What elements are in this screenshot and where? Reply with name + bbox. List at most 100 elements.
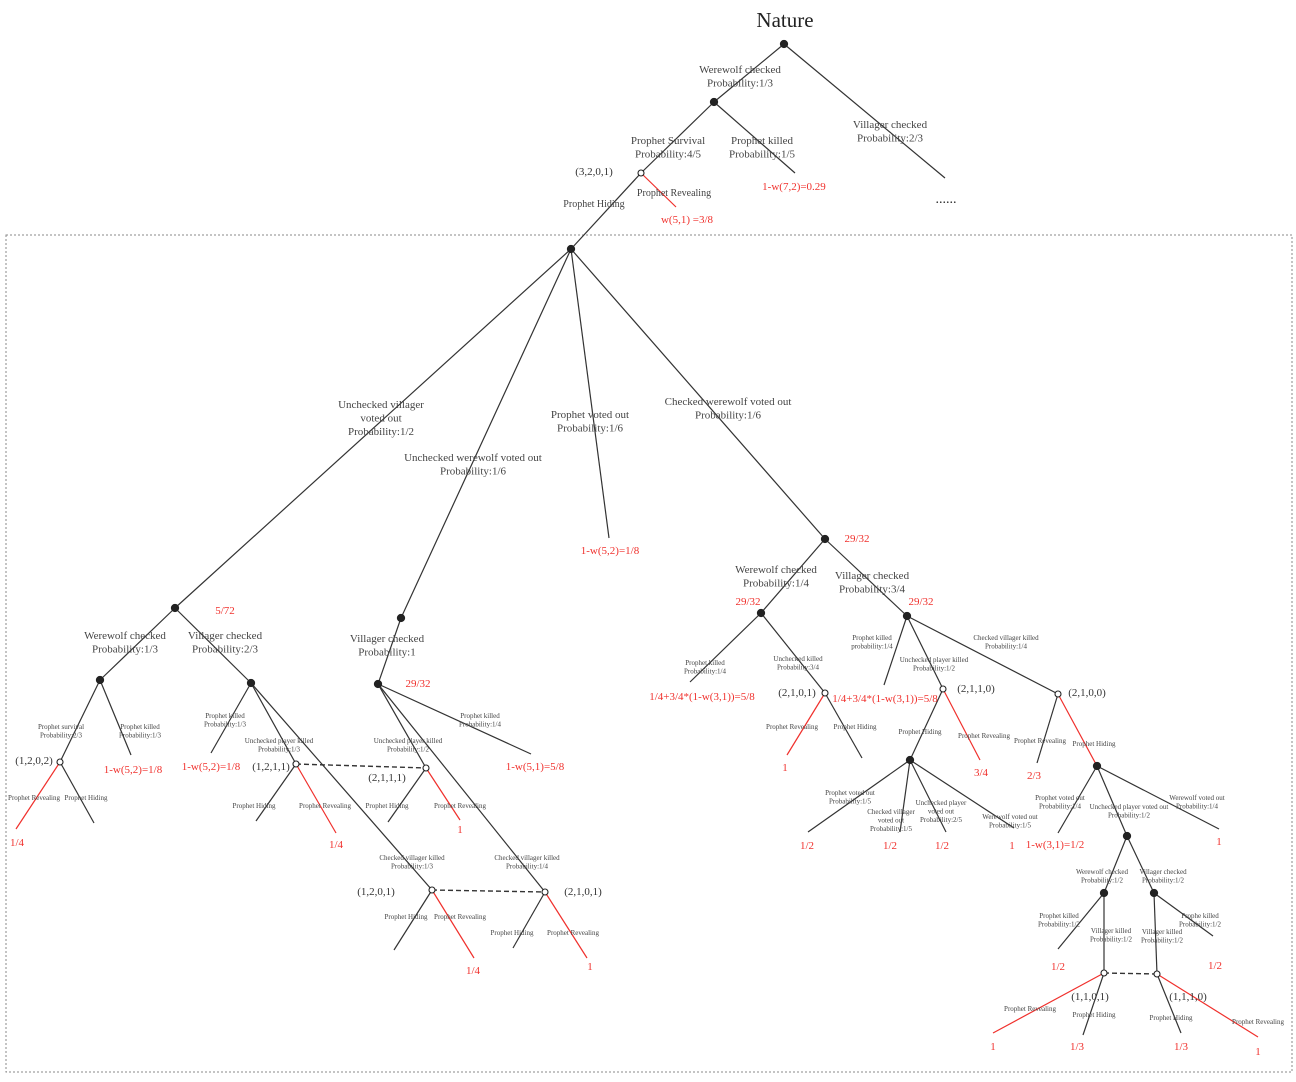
branch-label: Checked villager [867, 808, 915, 816]
branch-edge [1153, 892, 1214, 937]
payoff-value: 1/2 [935, 840, 949, 852]
branch-label: Probability:1/4 [1176, 803, 1219, 811]
optimal-branch-edge [425, 767, 461, 821]
optimal-branch-edge [15, 761, 61, 830]
action-label-prophet-revealing: Prophet Revealing [434, 913, 486, 921]
branch-edge [99, 679, 132, 756]
action-label-prophet-hiding: Prophet Hiding [65, 794, 108, 802]
action-label-prophet-hiding: Prophet Hiding [834, 723, 877, 731]
action-label-prophet-revealing: Prophet Revealing [547, 929, 599, 937]
branch-edge [393, 889, 433, 951]
branch-label: Villager checked [350, 633, 425, 645]
state-tuple: (1,2,0,2) [15, 755, 53, 767]
state-tuple: (1,1,1,0) [1169, 991, 1207, 1003]
payoff-value: 1-w(5,2)=1/8 [104, 764, 163, 776]
action-label-prophet-revealing: Prophet Revealing [299, 802, 351, 810]
branch-label: Probability:1/4 [985, 643, 1028, 651]
branch-label: Probability:1/4 [684, 668, 727, 676]
branch-edge [377, 683, 546, 893]
branch-label: Unchecked player [916, 799, 967, 807]
chance-node [1122, 831, 1132, 841]
chance-node [396, 613, 406, 623]
action-label-prophet-revealing: Prophet Revealing [1014, 737, 1066, 745]
branch-label: Probability:1/2 [1081, 877, 1124, 885]
information-set-link [431, 889, 546, 893]
branch-label: Probability:1/2 [913, 665, 956, 673]
state-tuple: (2,1,0,0) [1068, 687, 1106, 699]
branch-label: Probability:1/6 [440, 466, 507, 478]
payoff-value: 1 [1009, 840, 1015, 852]
action-label-prophet-revealing: Prophet Revealing [434, 802, 486, 810]
branch-label: Prophe killed [1181, 912, 1219, 920]
root-title-nature: Nature [756, 8, 813, 32]
branch-edge [899, 759, 911, 833]
branch-label: Werewolf voted out [1169, 794, 1224, 802]
branch-label: Checked werewolf voted out [665, 396, 792, 408]
branch-label: Unchecked player killed [245, 737, 314, 745]
branch-label: Probability:2/3 [40, 732, 83, 740]
branch-edge [906, 615, 944, 690]
branch-edge [99, 607, 176, 681]
chance-node [1092, 761, 1102, 771]
branch-label: Probability:1/3 [92, 644, 159, 656]
branch-label: Probability:1/3 [391, 863, 434, 871]
chance-node [902, 611, 912, 621]
branch-label: Probability:3/4 [777, 664, 820, 672]
branch-label: Werewolf checked [1076, 868, 1129, 876]
branch-edge [250, 682, 297, 765]
branch-edge [387, 767, 427, 823]
payoff-value: 3/4 [974, 767, 989, 779]
decision-node [637, 169, 645, 177]
branch-label: Probability:1/3 [258, 746, 301, 754]
branch-label: Werewolf checked [699, 64, 781, 76]
branch-edge [570, 172, 642, 250]
optimal-branch-edge [786, 692, 826, 756]
payoff-value: 1-w(5,1)=5/8 [506, 761, 565, 773]
payoff-value: 1/3 [1174, 1041, 1189, 1053]
decision-node [428, 886, 436, 894]
branch-label: Probability:3/4 [839, 584, 906, 596]
branch-label: Villager checked [1139, 868, 1187, 876]
state-tuple: (2,1,0,1) [778, 687, 816, 699]
action-label-prophet-revealing: Prophet Revealing [8, 794, 60, 802]
payoff-value: 29/32 [735, 596, 760, 608]
payoff-value: 29/32 [908, 596, 933, 608]
action-label-prophet-hiding: Prophet Hiding [233, 802, 276, 810]
branch-label: Probability:1/2 [1038, 921, 1081, 929]
chance-node [905, 755, 915, 765]
payoff-value: 29/32 [405, 678, 430, 690]
branch-edge [883, 615, 908, 686]
branch-label: voted out [878, 817, 904, 825]
payoff-value: 2/3 [1027, 770, 1042, 782]
branch-edge [760, 538, 826, 614]
chance-node [566, 244, 576, 254]
branch-label: Unchecked werewolf voted out [404, 452, 542, 464]
branch-label: Probability:1/2 [1108, 812, 1151, 820]
branch-label: Unchecked villager [338, 399, 424, 411]
branch-edge [570, 248, 826, 540]
branch-label: Werewolf voted out [982, 813, 1037, 821]
payoff-value: 1/2 [883, 840, 897, 852]
branch-label: Villager checked [853, 119, 928, 131]
branch-label: Prophet killed [120, 723, 160, 731]
branch-edge [909, 759, 1015, 829]
information-set-link [1103, 972, 1158, 975]
branch-label: Probability:1/3 [119, 732, 162, 740]
branch-label: Prophet killed [460, 712, 500, 720]
action-label-prophet-hiding: Prophet Hiding [366, 802, 409, 810]
branch-label: Werewolf checked [84, 630, 166, 642]
branch-label: Prophet killed [205, 712, 245, 720]
action-label-prophet-revealing: Prophet Revealing [1004, 1005, 1056, 1013]
branch-label: Probability:1/2 [387, 746, 430, 754]
optimal-branch-edge [1057, 693, 1098, 767]
chance-node [373, 679, 383, 689]
branch-label: Probability:1/4 [506, 863, 549, 871]
branch-label: Probability:1/3 [707, 78, 774, 90]
branch-edge [824, 692, 863, 759]
action-label-prophet-hiding: Prophet Hiding [385, 913, 428, 921]
branch-label: Probability:1/5 [989, 822, 1032, 830]
payoff-value: 1/2 [800, 840, 814, 852]
branch-label: Probability:1/6 [557, 423, 624, 435]
action-label-prophet-hiding: Prophet Hiding [1150, 1014, 1193, 1022]
branch-label: voted out [360, 413, 401, 425]
